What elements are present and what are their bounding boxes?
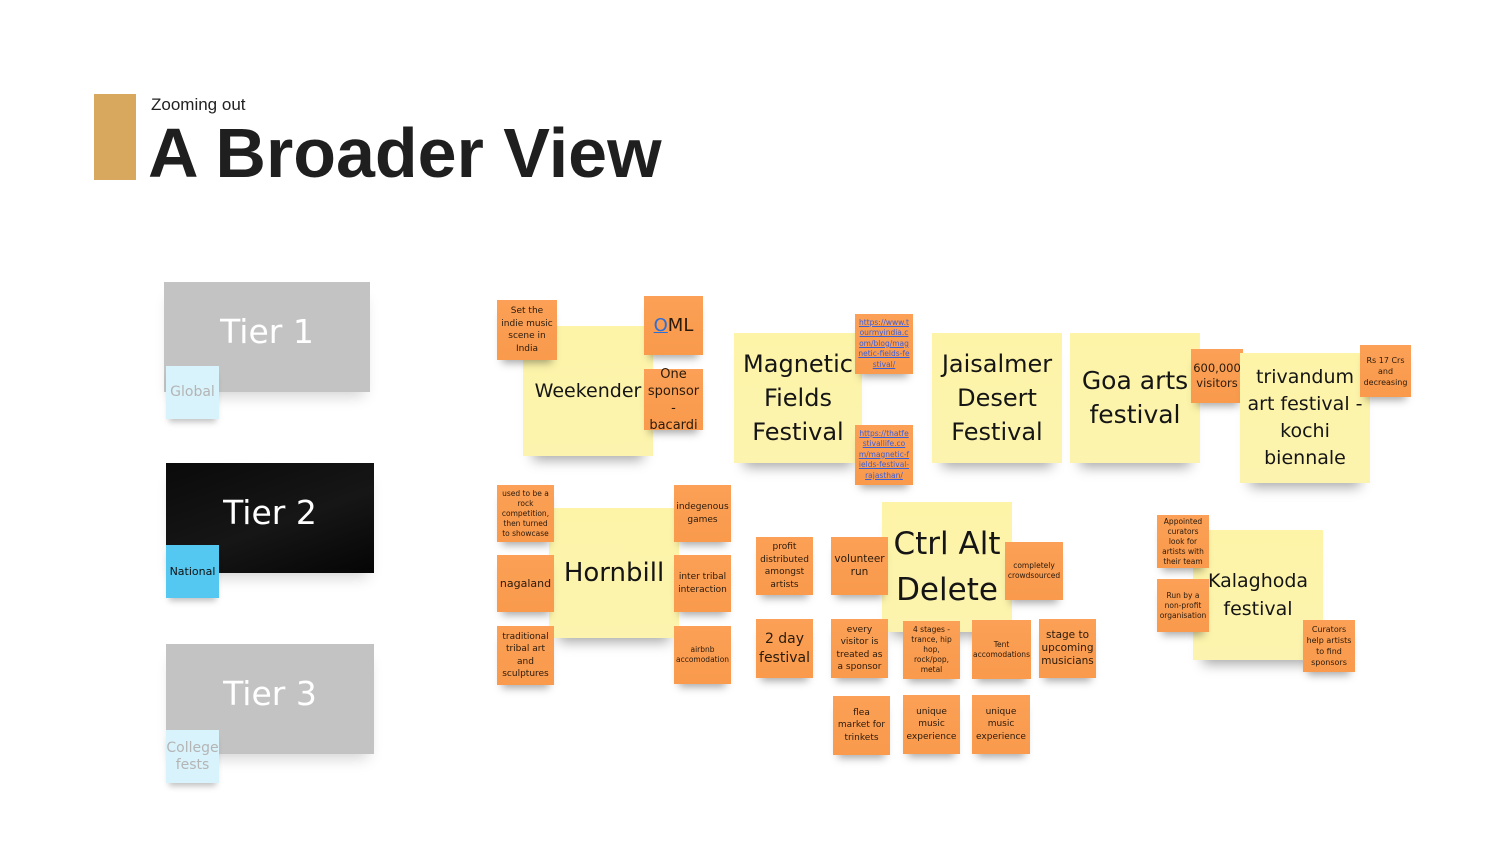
hornbill-note-airbnb[interactable]: airbnb accomodation <box>674 626 731 684</box>
tier-2-tag-sticky[interactable]: National <box>166 545 219 598</box>
hornbill-note-games[interactable]: indegenous games <box>674 485 731 542</box>
trivandum-sticky[interactable]: trivandum art festival - kochi biennale <box>1240 353 1370 483</box>
hornbill-note-history[interactable]: used to be a rock competition, then turn… <box>497 485 554 542</box>
hornbill-sticky[interactable]: Hornbill <box>549 508 679 638</box>
magnetic-link-1[interactable]: https://www.tourmyindia.com/blog/magneti… <box>858 317 910 369</box>
kalaghoda-note-curators[interactable]: Appointed curators look for artists with… <box>1157 515 1209 568</box>
kalaghoda-note-sponsors[interactable]: Curators help artists to find sponsors <box>1303 620 1355 672</box>
weekender-note-sponsor[interactable]: One sponsor - bacardi <box>644 367 703 433</box>
hornbill-title: Hornbill <box>563 558 665 588</box>
magnetic-fields-sticky[interactable]: Magnetic Fields Festival <box>734 333 862 463</box>
jaisalmer-sticky[interactable]: Jaisalmer Desert Festival <box>932 333 1062 463</box>
magnetic-link-2[interactable]: https://thatfestivallife.com/magnetic-fi… <box>858 428 910 480</box>
kalaghoda-title: Kalaghoda festival <box>1207 570 1309 620</box>
kalaghoda-note-nonprofit[interactable]: Run by a non-profit organisation <box>1157 579 1209 632</box>
hornbill-note-interaction[interactable]: inter tribal interaction <box>674 555 731 612</box>
tier-3-label: Tier 3 <box>223 673 317 713</box>
trivandum-title: trivandum art festival - kochi biennale <box>1247 366 1363 469</box>
tier-1-label: Tier 1 <box>220 311 314 351</box>
page-subtitle: Zooming out <box>151 95 246 114</box>
tier-1-tag-sticky[interactable]: Global <box>166 366 219 419</box>
goa-title: Goa arts festival <box>1081 366 1189 429</box>
magnetic-fields-title: Magnetic Fields Festival <box>743 350 853 446</box>
ctrl-alt-delete-title: Ctrl Alt Delete <box>893 526 1001 608</box>
ctrl-alt-delete-sticky[interactable]: Ctrl Alt Delete <box>882 502 1012 632</box>
jaisalmer-title: Jaisalmer Desert Festival <box>941 350 1053 446</box>
trivandum-note-funding[interactable]: Rs 17 Crs and decreasing <box>1360 345 1411 397</box>
weekender-note-indie[interactable]: Set the indie music scene in India <box>497 300 557 360</box>
magnetic-link-note-1[interactable]: https://www.tourmyindia.com/blog/magneti… <box>855 314 913 374</box>
goa-note-visitors[interactable]: 600,000 visitors <box>1191 349 1243 403</box>
ctrl-note-profit[interactable]: profit distributed amongst artists <box>756 537 813 595</box>
ctrl-note-flea-market[interactable]: flea market for trinkets <box>833 696 890 755</box>
ctrl-note-upcoming[interactable]: stage to upcoming musicians <box>1039 619 1096 678</box>
weekender-note-oml[interactable]: OML <box>644 296 703 355</box>
weekender-title: Weekender <box>534 380 642 402</box>
tier-2-label: Tier 2 <box>223 492 317 532</box>
magnetic-link-note-2[interactable]: https://thatfestivallife.com/magnetic-fi… <box>855 425 913 485</box>
ctrl-note-volunteer[interactable]: volunteer run <box>831 537 888 595</box>
page-title: A Broader View <box>148 114 662 192</box>
kalaghoda-sticky[interactable]: Kalaghoda festival <box>1193 530 1323 660</box>
hornbill-note-nagaland[interactable]: nagaland <box>497 555 554 612</box>
ctrl-note-stages[interactable]: 4 stages - trance, hip hop, rock/pop, me… <box>903 621 960 679</box>
hornbill-note-tribal-art[interactable]: traditional tribal art and sculptures <box>497 626 554 685</box>
ctrl-note-unique-2[interactable]: unique music experience <box>972 695 1030 754</box>
ctrl-note-unique-1[interactable]: unique music experience <box>903 695 960 754</box>
goa-sticky[interactable]: Goa arts festival <box>1070 333 1200 463</box>
accent-bar <box>94 94 136 180</box>
tier-3-tag-sticky[interactable]: College fests <box>166 730 219 783</box>
ctrl-note-two-day[interactable]: 2 day festival <box>756 619 813 678</box>
ctrl-note-crowdsourced[interactable]: completely crowdsourced <box>1005 542 1063 600</box>
ctrl-note-tent[interactable]: Tent accomodations <box>972 620 1031 679</box>
ctrl-note-visitor-sponsor[interactable]: every visitor is treated as a sponsor <box>831 619 888 678</box>
oml-text: OML <box>653 315 694 336</box>
